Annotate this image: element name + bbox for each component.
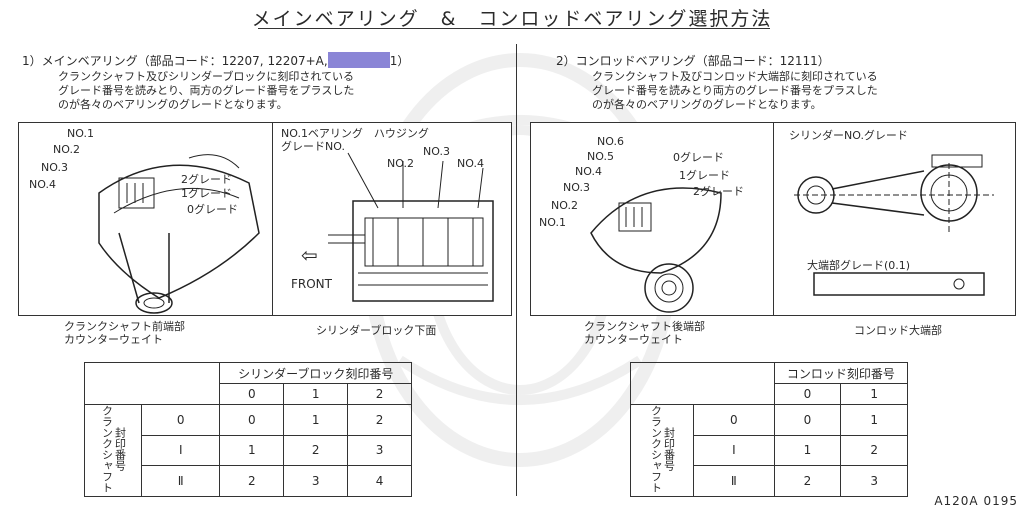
table-cell: 1 — [773, 434, 842, 467]
left-heading-prefix: 1）メインベアリング（部品コード：12207, 12207+A, — [22, 54, 328, 68]
grade-label-0: 0グレード — [187, 203, 238, 216]
table-cell: 2 — [283, 434, 349, 467]
table-cell: 0 — [773, 404, 842, 436]
table-side-label: クランクシャフト 封印番号 — [630, 404, 694, 497]
left-figure-frame: NO.1 NO.2 NO.3 NO.4 2グレード 1グレード 0グレード NO… — [18, 122, 512, 316]
main-bearing-grade-table: シリンダーブロック刻印番号 0 1 2 クランクシャフト 封印番号 0 0 1 … — [83, 362, 412, 497]
crank-label-no4: NO.4 — [29, 178, 56, 191]
page-title: メインベアリング & コンロッドベアリング選択方法 — [251, 8, 773, 30]
crank-label-no5: NO.5 — [587, 150, 614, 163]
table-header: コンロッド刻印番号 — [773, 362, 909, 384]
right-caption-1: クランクシャフト後端部 カウンターウェイト — [584, 320, 705, 346]
row-header: 0 — [140, 404, 221, 436]
table-cell: 3 — [840, 465, 908, 497]
block-label-no3: NO.3 — [423, 145, 450, 158]
front-arrow-icon: ⇦ — [301, 243, 318, 267]
housing-label: NO.1ベアリング ハウジング グレードNO. — [281, 127, 429, 153]
block-label-no4: NO.4 — [457, 157, 484, 170]
table-header: シリンダーブロック刻印番号 — [219, 362, 412, 384]
cylinder-grade-label: シリンダーNO.グレード — [789, 129, 908, 142]
crank-label-no4: NO.4 — [575, 165, 602, 178]
front-label: FRONT — [291, 277, 332, 291]
row-header: Ⅰ — [693, 434, 775, 467]
crank-label-no6: NO.6 — [597, 135, 624, 148]
right-section-heading: 2）コンロッドベアリング（部品コード：12111） — [556, 54, 830, 68]
table-corner — [630, 362, 775, 405]
crankshaft-front-drawing — [98, 154, 260, 314]
table-cell: 1 — [840, 404, 908, 436]
col-header: 2 — [347, 383, 412, 405]
left-description: クランクシャフト及びシリンダーブロックに刻印されている グレード番号を読みとり、… — [58, 70, 355, 111]
col-header: 1 — [840, 383, 908, 405]
side-label-sub: 封印番号 — [113, 427, 127, 471]
title-underline — [258, 28, 770, 29]
conrod-bearing-grade-table: コンロッド刻印番号 0 1 クランクシャフト 封印番号 0 0 1 Ⅰ 1 2 … — [630, 362, 909, 497]
left-caption-2: シリンダーブロック下面 — [316, 324, 437, 337]
cylinder-block-drawing — [328, 152, 494, 302]
side-label-main: クランクシャフト — [100, 405, 114, 493]
table-cell: 2 — [347, 404, 412, 436]
grade-label-1: 1グレード — [679, 169, 730, 182]
row-header: Ⅰ — [140, 434, 221, 467]
connecting-rod-drawing — [794, 154, 994, 296]
right-caption-2: コンロッド大端部 — [854, 324, 942, 337]
row-header: Ⅱ — [140, 465, 221, 497]
grade-label-2: 2グレード — [181, 173, 232, 186]
side-label-sub: 封印番号 — [662, 427, 676, 471]
grade-label-2: 2グレード — [693, 185, 744, 198]
row-header: Ⅱ — [693, 465, 775, 497]
right-figure-frame: NO.6 NO.5 NO.4 NO.3 NO.2 NO.1 0グレード 1グレー… — [530, 122, 1016, 316]
crank-label-no3: NO.3 — [41, 161, 68, 174]
col-header: 1 — [283, 383, 349, 405]
table-corner — [83, 362, 221, 405]
table-cell: 1 — [219, 434, 285, 467]
grade-label-0: 0グレード — [673, 151, 724, 164]
left-heading-suffix: 1） — [389, 54, 410, 68]
table-cell: 1 — [283, 404, 349, 436]
crank-label-no3: NO.3 — [563, 181, 590, 194]
table-cell: 4 — [347, 465, 412, 497]
table-cell: 2 — [773, 465, 842, 497]
crank-label-no1: NO.1 — [539, 216, 566, 229]
big-end-grade-label: 大端部グレード(0.1) — [807, 259, 911, 272]
right-figure-divider — [773, 123, 774, 315]
section-divider — [516, 44, 517, 496]
left-figure-divider — [272, 123, 273, 315]
table-cell: 0 — [219, 404, 285, 436]
grade-label-1: 1グレード — [181, 187, 232, 200]
table-cell: 2 — [219, 465, 285, 497]
crankshaft-rear-drawing — [590, 187, 722, 313]
col-header: 0 — [219, 383, 285, 405]
crank-label-no2: NO.2 — [53, 143, 80, 156]
side-label-main: クランクシャフト — [649, 405, 663, 493]
crank-label-no2: NO.2 — [551, 199, 578, 212]
table-cell: 2 — [840, 434, 908, 467]
block-label-no2: NO.2 — [387, 157, 414, 170]
crank-label-no1: NO.1 — [67, 127, 94, 140]
table-cell: 3 — [283, 465, 349, 497]
redaction-box — [327, 52, 390, 68]
table-side-label: クランクシャフト 封印番号 — [84, 404, 142, 497]
right-description: クランクシャフト及びコンロッド大端部に刻印されている グレード番号を読みとり両方… — [592, 70, 878, 111]
left-section-heading: 1）メインベアリング（部品コード：12207, 12207+A, 1） — [22, 52, 409, 69]
left-caption-1: クランクシャフト前端部 カウンターウェイト — [64, 320, 185, 346]
row-header: 0 — [693, 404, 775, 436]
table-cell: 3 — [347, 434, 412, 467]
document-id: A120A 0195 — [934, 494, 1018, 508]
col-header: 0 — [773, 383, 842, 405]
